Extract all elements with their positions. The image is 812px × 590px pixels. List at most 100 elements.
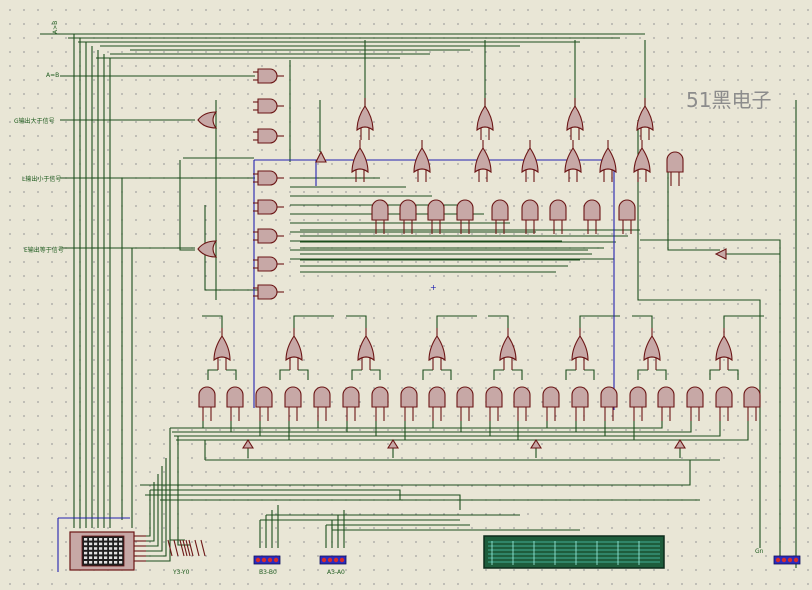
components: +	[69, 150, 801, 571]
label-top-input: A>B	[52, 20, 59, 34]
watermark-text: 51黑电子	[686, 88, 772, 112]
and-gate-54	[629, 386, 647, 421]
or-gate-31	[213, 328, 231, 370]
diode-3	[674, 438, 686, 449]
and-gate-21	[666, 151, 684, 186]
or-gate-32	[285, 328, 303, 370]
or-gate-37	[643, 328, 661, 370]
wire-64	[441, 369, 452, 380]
wire-61	[370, 369, 381, 380]
and-gate-41	[255, 386, 273, 421]
wire-77	[170, 421, 204, 429]
label-input-less: L输出小于信号	[22, 176, 62, 183]
and-gate-45	[371, 386, 389, 421]
logic-display	[483, 535, 665, 569]
or-gate-35	[499, 328, 517, 370]
or-gate-11	[476, 98, 494, 140]
wire-53	[202, 315, 223, 328]
or-gate-10	[356, 98, 374, 140]
label-input-equal: E输出等于信号	[24, 247, 64, 254]
and-gate-25	[456, 199, 474, 234]
and-gate-3	[253, 170, 284, 186]
or-gate-33	[357, 328, 375, 370]
or-gate-12	[566, 98, 584, 140]
or-gate-34	[428, 328, 446, 370]
and-gate-26	[491, 199, 509, 234]
wire-32	[640, 239, 781, 560]
wire-78	[172, 421, 232, 433]
wire-122	[146, 482, 155, 542]
wire-73	[656, 369, 667, 380]
res-ladder-y	[167, 539, 191, 557]
wire-84	[184, 421, 406, 441]
or-gate-38	[715, 328, 733, 370]
and-gate-39	[198, 386, 216, 421]
connector-b	[253, 555, 281, 565]
keypad-matrix	[69, 531, 146, 571]
wire-59	[346, 315, 367, 328]
wire-81	[178, 421, 319, 429]
and-gate-58	[743, 386, 761, 421]
and-gate-28	[549, 199, 567, 234]
or-gate-15	[413, 140, 431, 182]
wire-75	[709, 369, 720, 380]
wire-125	[146, 458, 167, 557]
and-gate-44	[342, 386, 360, 421]
wire-76	[728, 369, 739, 380]
label-group-c: Y3-Y0	[173, 569, 190, 576]
and-gate-6	[253, 256, 284, 272]
and-gate-52	[571, 386, 589, 421]
wire-85	[186, 421, 434, 429]
label-input-greater: G输出大于信号	[14, 118, 55, 125]
diode-1	[387, 438, 399, 449]
wire-93	[202, 421, 663, 429]
wire-65	[488, 315, 509, 328]
wire-71	[632, 315, 653, 328]
wire-58	[298, 369, 309, 380]
and-gate-42	[284, 386, 302, 421]
or-gate-19	[599, 140, 617, 182]
and-gate-4	[253, 199, 284, 215]
probe-right	[714, 248, 727, 260]
wire-55	[226, 369, 237, 380]
label-group-b: B3-B0	[259, 569, 277, 576]
wire-89	[194, 421, 548, 429]
wire-72	[637, 369, 648, 380]
diode-2	[530, 438, 542, 449]
or-gate-17	[521, 140, 539, 182]
and-gate-43	[313, 386, 331, 421]
wire-54	[207, 369, 218, 380]
wire-102	[140, 460, 691, 486]
wire-28	[204, 205, 258, 291]
and-gate-29	[583, 199, 601, 234]
diode-0	[242, 438, 254, 449]
wire-100	[145, 494, 461, 510]
or-gate-8	[197, 111, 218, 129]
logic-gates	[197, 68, 761, 421]
and-gate-53	[600, 386, 618, 421]
wire-95	[206, 421, 721, 437]
wire-60	[351, 369, 362, 380]
wire-26	[179, 160, 195, 251]
wire-90	[196, 421, 577, 433]
label-a-eq-b: A=B	[46, 72, 60, 79]
and-gate-48	[456, 386, 474, 421]
wire-123	[146, 474, 159, 547]
or-gate-9	[197, 240, 218, 258]
and-gate-40	[226, 386, 244, 421]
and-gate-57	[715, 386, 733, 421]
wire-96	[208, 421, 749, 441]
wire-68	[579, 315, 620, 328]
wire-124	[146, 466, 163, 552]
wire-74	[723, 315, 764, 328]
wire-62	[436, 315, 477, 328]
connector-a	[319, 555, 347, 565]
wire-57	[279, 369, 290, 380]
or-gate-13	[636, 98, 654, 140]
or-gate-16	[474, 140, 492, 182]
and-gate-50	[513, 386, 531, 421]
and-gate-56	[686, 386, 704, 421]
and-gate-47	[428, 386, 446, 421]
